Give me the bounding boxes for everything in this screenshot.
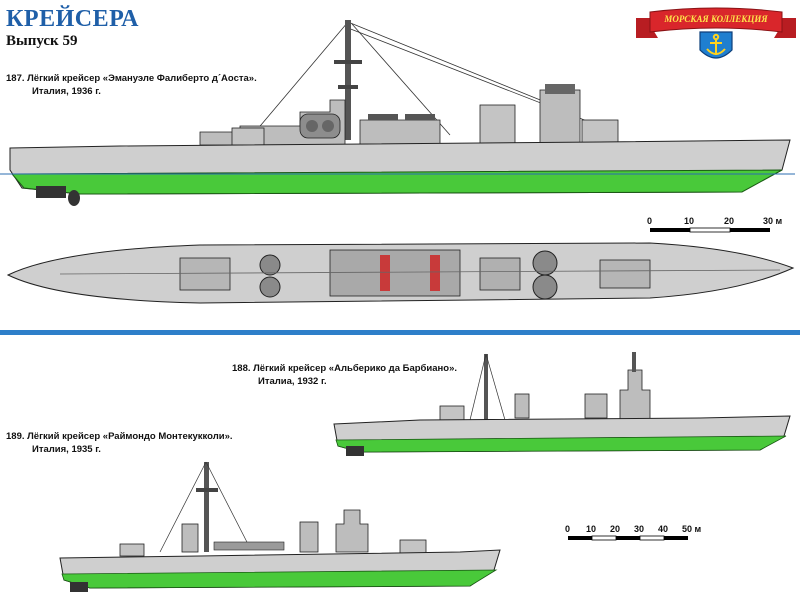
scale-bottom-label-40: 40: [658, 524, 669, 534]
logo-text: МОРСКАЯ КОЛЛЕКЦИЯ: [664, 14, 768, 24]
scale-bar-bottom: [568, 535, 688, 541]
ship-188-name: 188. Лёгкий крейсер «Альберико да Барбиа…: [232, 363, 458, 374]
scale-bottom-label-0: 0: [565, 524, 571, 534]
ship-187-caption: 187. Лёгкий крейсер «Эмануэле Фалиберто …: [6, 72, 257, 98]
series-title: КРЕЙСЕРА: [6, 6, 139, 32]
ship-188-caption: 188. Лёгкий крейсер «Альберико да Барбиа…: [232, 362, 457, 388]
ship-189-caption: 189. Лёгкий крейсер «Раймондо Монтекукко…: [6, 430, 233, 456]
scale-bottom-label-10: 10: [586, 524, 597, 534]
ship-187-name: 187. Лёгкий крейсер «Эмануэле Фалиберто …: [6, 73, 257, 84]
scale-top-label-20: 20: [724, 216, 735, 226]
scale-top-label-30: 30 м: [763, 216, 783, 226]
scale-bottom-label-20: 20: [610, 524, 621, 534]
ship-187-side-profile: [0, 20, 795, 206]
ship-188-side-profile: [333, 352, 791, 456]
anchor-icon: [706, 33, 726, 55]
ship-187-country-year: Италия, 1936 г.: [32, 86, 101, 97]
issue-number: Выпуск 59: [6, 33, 78, 49]
scale-bar-top: [650, 227, 770, 233]
scale-top-label-0: 0: [647, 216, 653, 226]
ship-189-name: 189. Лёгкий крейсер «Раймондо Монтекукко…: [6, 431, 233, 442]
ribbon-graphic: [636, 7, 796, 59]
scale-bottom-label-50: 50 м: [682, 524, 702, 534]
ship-187-top-view: [6, 242, 795, 304]
ship-189-country-year: Италия, 1935 г.: [32, 444, 101, 455]
ship-188-country-year: Италиа, 1932 г.: [258, 376, 327, 387]
collection-logo: МОРСКАЯ КОЛЛЕКЦИЯ: [636, 6, 796, 66]
scale-top-label-10: 10: [684, 216, 695, 226]
section-divider: [0, 330, 800, 335]
scale-bottom-label-30: 30: [634, 524, 645, 534]
